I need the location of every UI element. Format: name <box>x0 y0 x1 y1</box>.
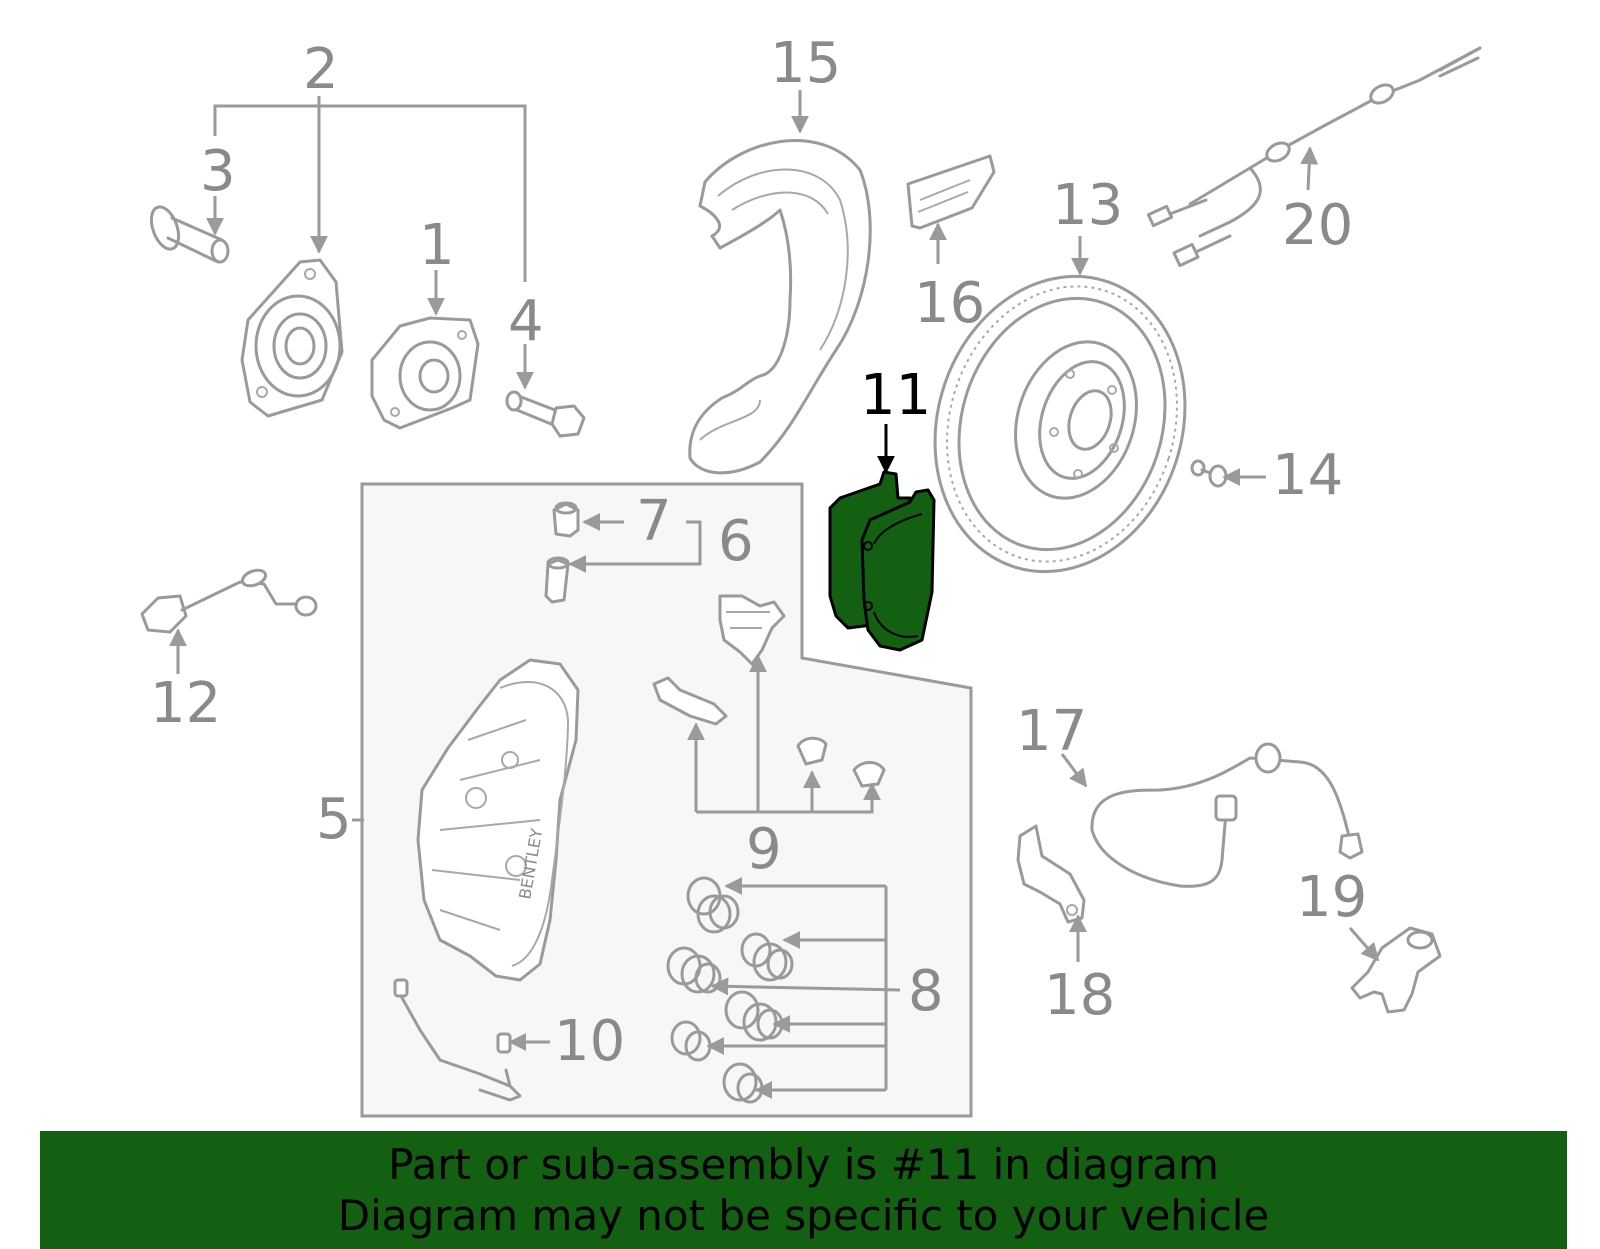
callout-6[interactable]: 6 <box>718 509 754 574</box>
callout-12[interactable]: 12 <box>150 671 221 736</box>
callout-14[interactable]: 14 <box>1272 443 1343 508</box>
banner-line-2: Diagram may not be specific to your vehi… <box>337 1191 1270 1240</box>
callout-8[interactable]: 8 <box>908 959 944 1024</box>
callout-1[interactable]: 1 <box>419 213 455 278</box>
callout-labels: 2 3 1 4 15 16 13 20 14 11 7 6 12 5 9 8 1… <box>150 31 1367 1074</box>
callout-9[interactable]: 9 <box>746 817 782 882</box>
part-10-wear-sensor[interactable] <box>393 978 522 1102</box>
part-18-bracket[interactable] <box>1016 824 1086 924</box>
part-3-bolt[interactable] <box>146 203 230 264</box>
callout-3[interactable]: 3 <box>200 139 236 204</box>
part-2-hub[interactable] <box>240 258 344 418</box>
info-banner: Part or sub-assembly is #11 in diagram D… <box>40 1131 1567 1249</box>
part-4-bolt[interactable] <box>505 390 586 438</box>
part-20-sensor-wire[interactable] <box>1146 46 1482 268</box>
part-8-pistons[interactable] <box>666 876 794 1104</box>
callout-11[interactable]: 11 <box>860 363 931 428</box>
part-5-caliper[interactable]: BENTLEY <box>416 658 580 982</box>
part-7-pin[interactable] <box>552 501 580 538</box>
callout-7[interactable]: 7 <box>636 489 672 554</box>
part-19-fitting[interactable] <box>1350 926 1442 1014</box>
part-12-sensor[interactable] <box>140 567 318 634</box>
part-11-brake-pads[interactable] <box>828 470 936 652</box>
part-1-bearing[interactable] <box>370 316 480 430</box>
leader-lines <box>169 90 1380 1099</box>
part-14-screw[interactable] <box>1190 459 1228 488</box>
part-13-rotor[interactable] <box>898 244 1223 605</box>
part-6-pin[interactable] <box>544 556 570 604</box>
callout-13[interactable]: 13 <box>1052 173 1123 238</box>
part-9-clips[interactable] <box>652 594 886 788</box>
part-17-brake-line[interactable] <box>1090 742 1364 888</box>
callout-4[interactable]: 4 <box>508 289 544 354</box>
callout-5[interactable]: 5 <box>316 787 352 852</box>
callout-2[interactable]: 2 <box>303 37 339 102</box>
banner-line-1: Part or sub-assembly is #11 in diagram <box>388 1140 1219 1189</box>
part-15-dust-shield[interactable] <box>688 139 872 475</box>
callout-16[interactable]: 16 <box>914 271 985 336</box>
callout-18[interactable]: 18 <box>1044 963 1115 1028</box>
callout-20[interactable]: 20 <box>1282 193 1353 258</box>
callout-10[interactable]: 10 <box>554 1009 625 1074</box>
callout-19[interactable]: 19 <box>1296 865 1367 930</box>
part-16-clip[interactable] <box>906 154 996 230</box>
callout-17[interactable]: 17 <box>1016 699 1087 764</box>
callout-15[interactable]: 15 <box>770 31 841 96</box>
